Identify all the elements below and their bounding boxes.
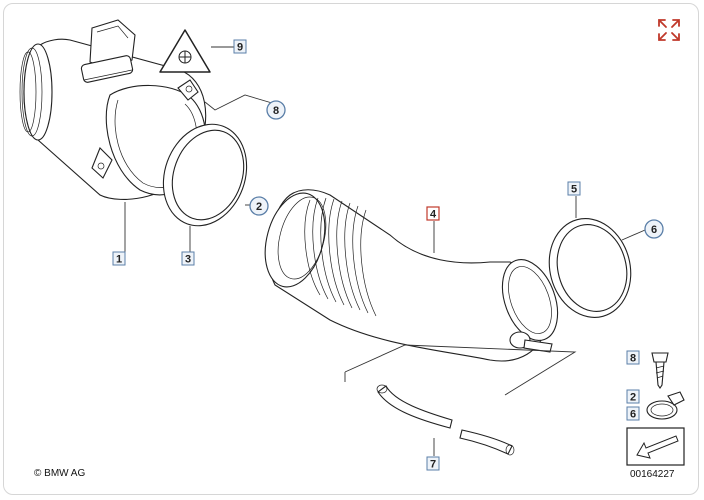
callout-5[interactable]: 5 xyxy=(567,181,581,196)
svg-text:5: 5 xyxy=(571,184,577,196)
callout-1[interactable]: 1 xyxy=(112,251,126,266)
legend-direction-arrow-icon xyxy=(626,427,685,466)
warning-triangle-icon xyxy=(159,29,211,73)
svg-text:3: 3 xyxy=(185,254,191,266)
svg-text:4: 4 xyxy=(430,209,437,221)
callout-2[interactable]: 2 xyxy=(249,196,269,216)
svg-text:7: 7 xyxy=(430,459,436,471)
part-3-clamp-ring[interactable] xyxy=(150,112,261,237)
legend-screw-8[interactable]: 8 xyxy=(626,350,669,389)
callout-9[interactable]: 9 xyxy=(233,39,247,54)
callout-4[interactable]: 4 xyxy=(426,206,440,221)
diagram-number: 00164227 xyxy=(630,469,675,480)
callout-6[interactable]: 6 xyxy=(644,219,664,239)
copyright-text: © BMW AG xyxy=(34,468,86,479)
svg-text:8: 8 xyxy=(630,353,636,365)
svg-text:2: 2 xyxy=(630,392,636,404)
svg-text:1: 1 xyxy=(116,254,122,266)
part-4-intake-duct[interactable] xyxy=(256,186,568,362)
svg-text:9: 9 xyxy=(237,42,243,54)
part-7-hose[interactable] xyxy=(376,384,515,456)
part-1-air-mass-meter[interactable] xyxy=(19,19,207,200)
callout-8[interactable]: 8 xyxy=(266,100,286,120)
svg-text:2: 2 xyxy=(256,201,262,213)
leader-lines xyxy=(124,46,646,456)
svg-text:6: 6 xyxy=(651,224,657,236)
callout-3[interactable]: 3 xyxy=(181,251,195,266)
legend-clamp-2-6[interactable]: 2 6 xyxy=(626,389,685,421)
svg-text:6: 6 xyxy=(630,409,636,421)
part-5-clamp-ring[interactable] xyxy=(538,209,641,326)
svg-text:8: 8 xyxy=(273,105,279,117)
callout-7[interactable]: 7 xyxy=(426,456,440,471)
expand-arrows-icon[interactable] xyxy=(656,17,682,43)
hose-bracket xyxy=(344,344,577,396)
